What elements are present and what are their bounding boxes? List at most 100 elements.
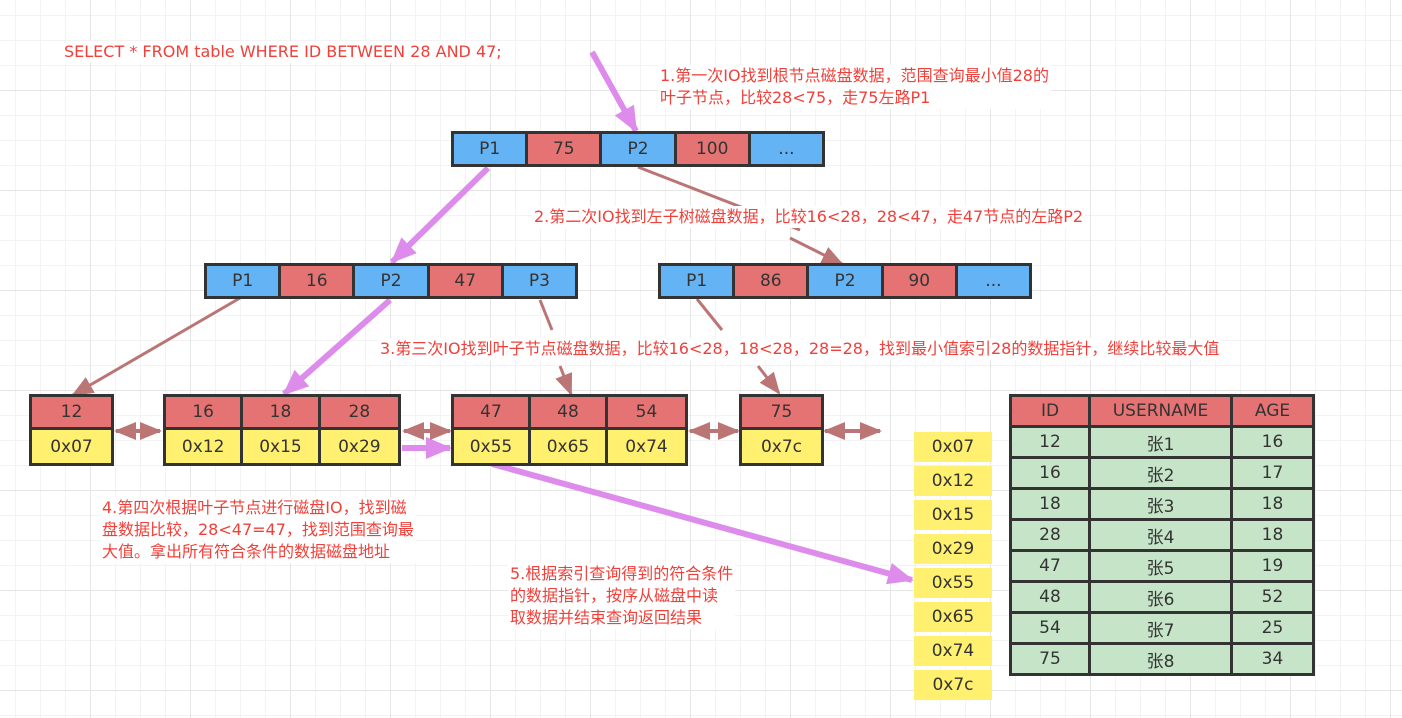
cell-username: 张7	[1088, 611, 1233, 645]
leaf-address: 0x07	[32, 430, 111, 463]
cell-id: 47	[1009, 549, 1091, 583]
note-step-4-line-2: 盘数据比较，28<47=47，找到范围查询最	[102, 520, 414, 539]
cell-username: 张5	[1088, 549, 1233, 583]
root-pointer-p2: P2	[602, 134, 677, 164]
note-step-5-line-2: 的数据指针，按序从磁盘中读	[510, 586, 719, 605]
cell-age: 34	[1230, 642, 1315, 676]
leaf-key: 48	[531, 397, 608, 430]
arrow-root-p1-to-left	[389, 165, 491, 265]
note-step-1-line-1: 1.第一次IO找到根节点磁盘数据，范围查询最小值28的	[660, 66, 1049, 85]
right-pointer-more: ...	[957, 266, 1030, 296]
cell-age: 19	[1230, 549, 1315, 583]
leaf-address: 0x55	[454, 430, 531, 463]
arrow-right-p1-to-leaf-b	[756, 365, 781, 395]
query-text: SELECT * FROM table WHERE ID BETWEEN 28 …	[62, 41, 504, 63]
address-item: 0x12	[914, 466, 992, 496]
note-step-2: 2.第二次IO找到左子树磁盘数据，比较16<28，28<47，走47节点的左路P…	[532, 206, 1086, 228]
cell-id: 48	[1009, 580, 1091, 614]
right-pointer-p1: P1	[661, 266, 736, 296]
arrow-left-p2-to-leaf	[282, 297, 392, 397]
address-item: 0x55	[914, 568, 992, 598]
cell-username: 张4	[1088, 518, 1233, 552]
note-step-5: 5.根据索引查询得到的符合条件 的数据指针，按序从磁盘中读 取数据并结束查询返回…	[508, 563, 736, 629]
leaf-key: 16	[166, 397, 244, 430]
note-step-5-line-1: 5.根据索引查询得到的符合条件	[510, 564, 734, 583]
cell-age: 18	[1230, 487, 1315, 521]
cell-age: 52	[1230, 580, 1315, 614]
cell-age: 17	[1230, 456, 1315, 490]
address-item: 0x07	[914, 432, 992, 462]
arrow-left-p3-to-leaf-b	[555, 365, 573, 396]
note-step-5-line-3: 取数据并结束查询返回结果	[510, 608, 703, 627]
cell-age: 25	[1230, 611, 1315, 645]
leaf-key: 47	[454, 397, 531, 430]
note-step-1-line-2: 叶子节点，比较28<75，走75左路P1	[660, 88, 931, 107]
cell-id: 54	[1009, 611, 1091, 645]
address-item: 0x65	[914, 602, 992, 632]
cell-id: 12	[1009, 425, 1091, 459]
note-step-4-line-1: 4.第四次根据叶子节点进行磁盘IO，找到磁	[102, 498, 407, 517]
address-item: 0x7c	[914, 670, 992, 700]
cell-age: 16	[1230, 425, 1315, 459]
internal-node-right: P1 86 P2 90 ...	[658, 263, 1032, 299]
left-pointer-p1: P1	[207, 266, 282, 296]
leaf-address: 0x74	[608, 430, 685, 463]
address-item: 0x29	[914, 534, 992, 564]
cell-id: 16	[1009, 456, 1091, 490]
leaf-address: 0x15	[243, 430, 321, 463]
leaf-key: 75	[742, 397, 821, 430]
cell-id: 18	[1009, 487, 1091, 521]
cell-username: 张1	[1088, 425, 1233, 459]
leaf-node-1: 12 0x07	[29, 394, 114, 466]
header-username: USERNAME	[1088, 394, 1233, 428]
arrow-left-p1-to-leaf	[71, 296, 241, 397]
cell-age: 18	[1230, 518, 1315, 552]
note-step-4: 4.第四次根据叶子节点进行磁盘IO，找到磁 盘数据比较，28<47=47，找到范…	[100, 497, 416, 563]
arrow-left-p3-to-leaf	[538, 299, 554, 331]
cell-username: 张2	[1088, 456, 1233, 490]
cell-id: 75	[1009, 642, 1091, 676]
right-key-86: 86	[735, 266, 810, 296]
cell-username: 张3	[1088, 487, 1233, 521]
address-item: 0x15	[914, 500, 992, 530]
root-node: P1 75 P2 100 ...	[451, 131, 825, 167]
leaf-address: 0x12	[166, 430, 244, 463]
left-key-47: 47	[429, 266, 504, 296]
root-key-100: 100	[676, 134, 751, 164]
address-item: 0x74	[914, 636, 992, 666]
leaf-key: 12	[32, 397, 111, 430]
arrow-0x55-to-address-list	[491, 461, 914, 585]
leaf-node-2: 16 0x12 18 0x15 28 0x29	[163, 394, 401, 466]
note-step-1: 1.第一次IO找到根节点磁盘数据，范围查询最小值28的 叶子节点，比较28<75…	[658, 65, 1051, 109]
arrow-right-p1-to-leaf	[695, 298, 724, 331]
header-age: AGE	[1230, 394, 1315, 428]
left-pointer-p2: P2	[355, 266, 430, 296]
root-pointer-more: ...	[750, 134, 823, 164]
arrow-query-to-root-p2	[589, 50, 639, 133]
address-list: 0x07 0x12 0x15 0x29 0x55 0x65 0x74 0x7c	[914, 432, 992, 704]
cell-username: 张8	[1088, 642, 1233, 676]
right-key-90: 90	[883, 266, 958, 296]
leaf-key: 28	[320, 397, 398, 430]
right-pointer-p2: P2	[809, 266, 884, 296]
cell-id: 28	[1009, 518, 1091, 552]
arrow-root-p2-to-right-b	[789, 236, 844, 266]
left-key-16: 16	[281, 266, 356, 296]
leaf-address: 0x29	[320, 430, 398, 463]
leaf-address: 0x7c	[742, 430, 821, 463]
leaf-key: 54	[608, 397, 685, 430]
leaf-node-3: 47 0x55 48 0x65 54 0x74	[451, 394, 688, 466]
note-step-3: 3.第三次IO找到叶子节点磁盘数据，比较16<28，18<28，28=28，找到…	[378, 338, 1222, 360]
cell-username: 张6	[1088, 580, 1233, 614]
root-key-75: 75	[528, 134, 603, 164]
header-id: ID	[1009, 394, 1091, 428]
